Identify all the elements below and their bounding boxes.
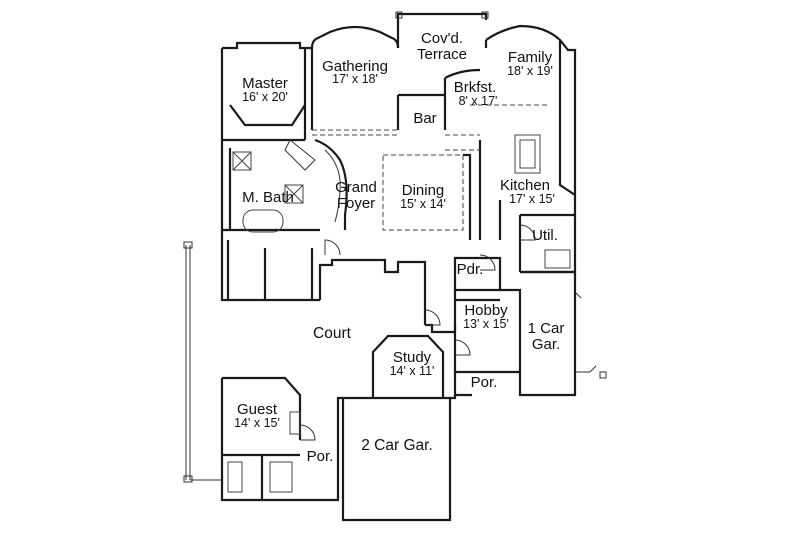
label-grand-foyer-2: Foyer [337, 195, 375, 212]
label-family: Family [508, 49, 553, 66]
label-family-dims: 18' x 19' [507, 64, 553, 78]
label-master: Master [242, 75, 288, 92]
label-brkfst-dims: 8' x 17' [459, 94, 498, 108]
label-one-car-gar-1: 1 Car [528, 320, 565, 337]
dashed-lines [312, 104, 550, 151]
label-pdr: Pdr. [457, 261, 484, 278]
label-por-right: Por. [471, 374, 498, 391]
label-gathering-dims: 17' x 18' [332, 72, 378, 86]
label-kitchen: Kitchen [500, 177, 550, 194]
door-swings [299, 224, 536, 441]
label-dining-dims: 15' x 14' [400, 197, 446, 211]
label-hobby-dims: 13' x 15' [463, 317, 509, 331]
label-dining: Dining [402, 182, 445, 199]
label-master-dims: 16' x 20' [242, 90, 288, 104]
label-covd-terrace-2: Terrace [417, 46, 467, 63]
label-grand-foyer-1: Grand [335, 179, 377, 196]
label-study-dims: 14' x 11' [390, 364, 435, 378]
label-guest-dims: 14' x 15' [234, 416, 280, 430]
label-m-bath: M. Bath [242, 189, 294, 206]
label-two-car-gar: 2 Car Gar. [361, 437, 433, 454]
label-brkfst: Brkfst. [454, 79, 497, 96]
label-court: Court [313, 325, 352, 342]
label-por-left: Por. [307, 448, 334, 465]
label-gathering: Gathering [322, 58, 388, 75]
label-bar: Bar [413, 110, 436, 127]
court-fence [183, 241, 607, 483]
label-hobby: Hobby [464, 302, 508, 319]
label-covd-terrace-1: Cov'd. [421, 30, 463, 47]
label-util: Util. [532, 227, 558, 244]
label-guest: Guest [237, 401, 278, 418]
exterior-walls [220, 11, 577, 522]
interior-walls [222, 40, 576, 500]
label-kitchen-dims: 17' x 15' [509, 192, 555, 206]
room-labels: Cov'd. Terrace Gathering 17' x 18' Famil… [234, 30, 564, 465]
label-one-car-gar-2: Gar. [532, 336, 560, 353]
label-study: Study [393, 349, 432, 366]
